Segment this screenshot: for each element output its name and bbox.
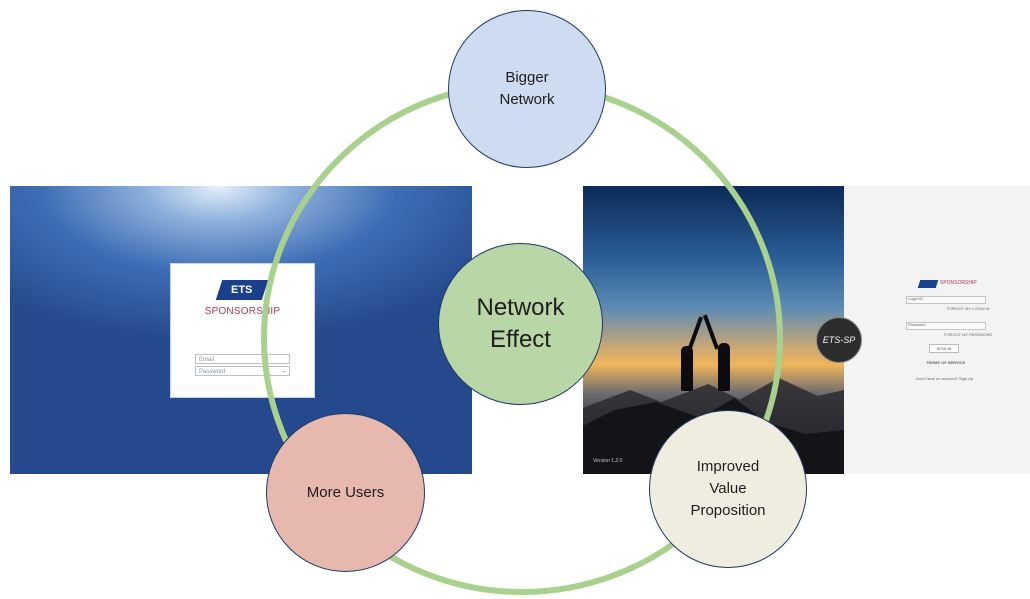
ets-logo: ETS — [215, 280, 269, 300]
password-label: Password — [908, 322, 926, 327]
forgot-password-link[interactable]: FORGOT MY PASSWORD — [944, 332, 993, 337]
hiker-left — [681, 346, 693, 391]
email-field[interactable]: Email — [195, 354, 290, 364]
improved-value-node: Improved Value Proposition — [649, 410, 807, 568]
arrow-right-icon[interactable]: → — [280, 368, 287, 375]
forgot-login-link[interactable]: FORGOT MY LOGIN ID — [947, 306, 990, 311]
login-card: ETS SPONSORSHIP Email Password → — [170, 263, 315, 398]
terms-link[interactable]: TERMS OF SERVICE — [926, 360, 966, 365]
right-login-screenshot: Version 1.2.0 SPONSORSHIP Login ID FORGO… — [583, 186, 1030, 474]
login-id-label: Login ID — [908, 296, 923, 301]
more-users-node: More Users — [266, 413, 425, 572]
sign-in-button[interactable]: SIGN IN — [929, 344, 959, 353]
hiker-right-arm — [702, 314, 720, 350]
brand-text: SPONSORSHIP — [204, 306, 281, 317]
password-field[interactable] — [906, 322, 986, 330]
hiker-right — [718, 343, 730, 391]
password-field[interactable]: Password → — [195, 366, 290, 376]
ets-sp-badge: ETS-SP — [816, 317, 862, 363]
signup-prompt[interactable]: Don't have an account? Sign Up — [916, 376, 974, 381]
ets-logo-text: ETS — [231, 284, 253, 296]
left-login-screenshot: ETS SPONSORSHIP Email Password → — [10, 186, 472, 474]
bigger-network-node: Bigger Network — [448, 10, 606, 168]
login-id-field[interactable] — [906, 296, 986, 304]
brand-text-small: SPONSORSHIP — [940, 280, 977, 286]
version-text: Version 1.2.0 — [593, 458, 623, 464]
email-placeholder: Email — [199, 357, 215, 363]
network-effect-node: Network Effect — [438, 243, 603, 405]
hiker-left-arm — [686, 316, 704, 352]
password-placeholder: Password — [199, 369, 226, 375]
login-panel: SPONSORSHIP Login ID FORGOT MY LOGIN ID … — [844, 186, 1030, 474]
ets-mini-logo — [917, 280, 939, 288]
